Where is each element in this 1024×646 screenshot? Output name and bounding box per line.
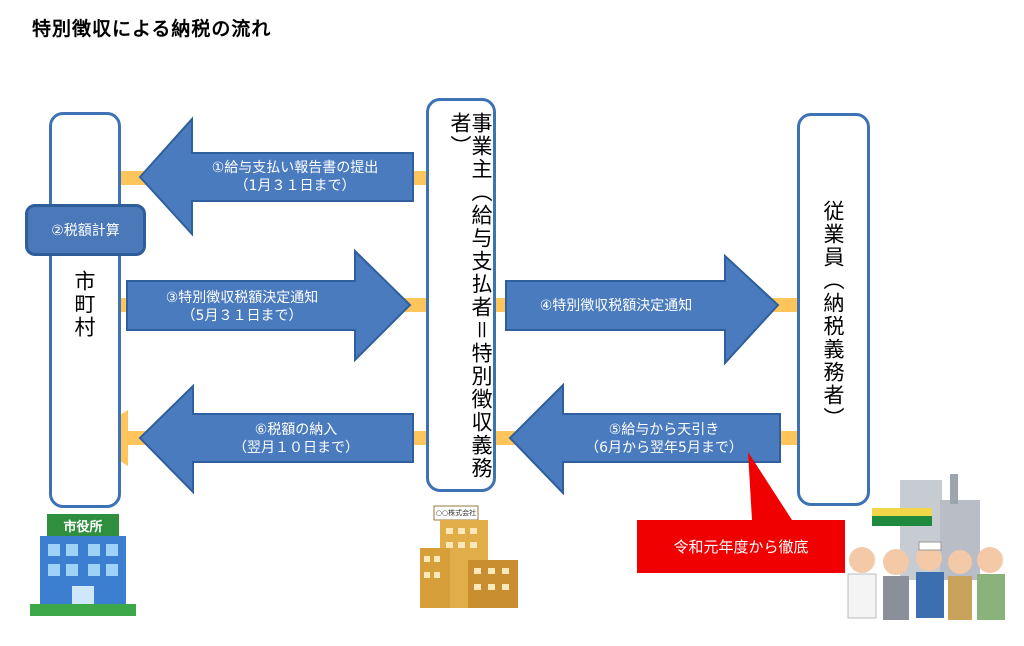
tax-calculation-box: ②税額計算 xyxy=(25,204,146,256)
arrow-3-label: ③特別徴収税額決定通知 （5月３１日まで） xyxy=(128,289,356,325)
callout-note: 令和元年度から徹底 xyxy=(637,520,845,573)
arrow-6-tax-payment xyxy=(138,383,414,495)
arrow-3-decision-to-employer xyxy=(126,248,412,363)
arrow-6-line2: （翌月１０日まで） xyxy=(233,440,359,456)
arrow-5-payroll-deduction xyxy=(508,382,781,496)
arrow-1-label: ①給与支払い報告書の提出 （1月３１日まで） xyxy=(178,159,412,195)
company-sign: ○○株式会社 xyxy=(435,509,477,517)
city-hall-icon xyxy=(30,514,136,616)
arrow-3-line2: （5月３１日まで） xyxy=(181,308,303,324)
arrow-5-line2: （6月から翌年5月まで） xyxy=(585,440,743,456)
municipality-label: 市町村 xyxy=(72,270,96,339)
company-building-icon xyxy=(420,505,518,608)
arrow-4-line1: ④特別徴収税額決定通知 xyxy=(539,298,693,314)
arrow-4-label: ④特別徴収税額決定通知 xyxy=(506,297,726,315)
employer-box xyxy=(426,98,496,492)
arrow-1-line1: ①給与支払い報告書の提出 xyxy=(211,160,379,176)
arrow-1-submit-report xyxy=(138,116,414,237)
employee-label: 従業員（納税義務者） xyxy=(821,200,845,430)
arrow-6-label: ⑥税額の納入 （翌月１０日まで） xyxy=(180,421,412,457)
arrow-5-label: ⑤給与から天引き （6月から翌年5月まで） xyxy=(548,421,780,457)
employee-box xyxy=(797,113,870,506)
city-hall-sign: 市役所 xyxy=(63,520,103,535)
employees-icon xyxy=(847,474,1005,620)
diagram-title: 特別徴収による納税の流れ xyxy=(32,18,272,40)
arrow-4-decision-to-employee xyxy=(505,253,780,366)
municipality-box xyxy=(49,112,121,508)
arrow-5-line1: ⑤給与から天引き xyxy=(608,422,720,438)
arrow-6-line1: ⑥税額の納入 xyxy=(254,422,338,438)
employer-label: 事業主（給与支払者＝特別徴収義務者） xyxy=(448,112,493,480)
arrow-3-line1: ③特別徴収税額決定通知 xyxy=(165,290,319,306)
callout-pointer xyxy=(748,452,792,520)
arrow-1-line2: （1月３１日まで） xyxy=(234,178,356,194)
